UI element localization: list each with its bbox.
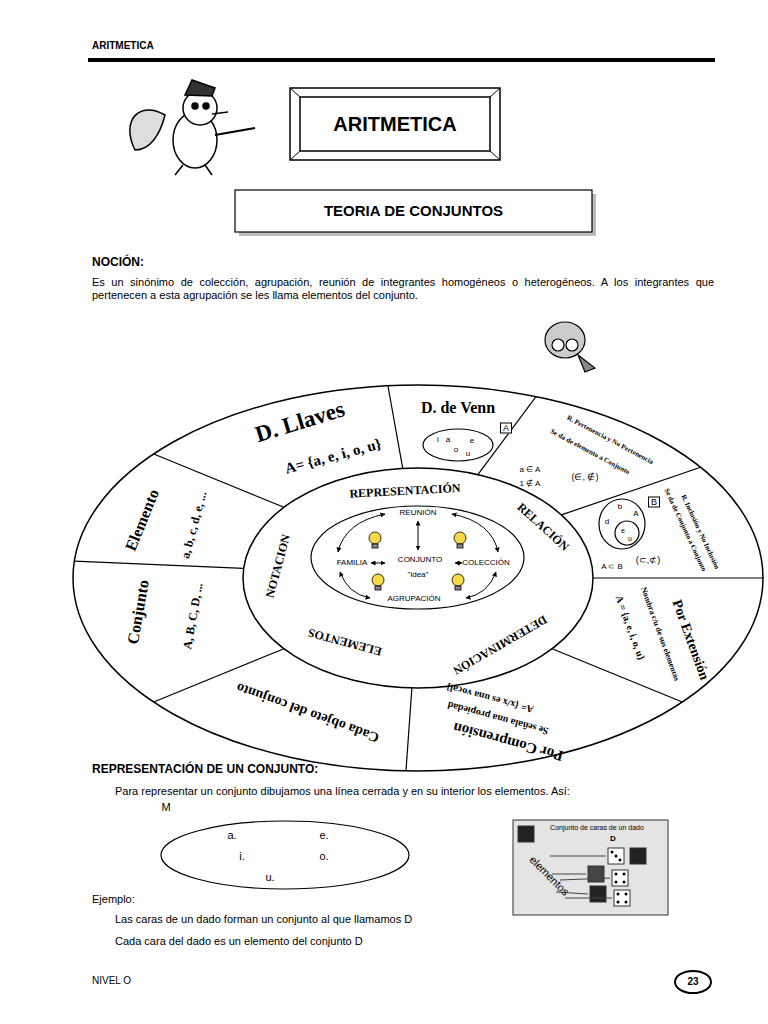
body-text: Cada cara del dado es un elemento del co…	[115, 935, 363, 948]
venn-set: BbdAeu	[598, 498, 646, 550]
node-text: D	[610, 834, 616, 844]
section-heading: NOCIÓN:	[92, 255, 144, 269]
set-diagram: Ma.e.i.o.u.	[160, 820, 410, 890]
page-title: ARITMETICA	[333, 112, 456, 136]
node-outline	[160, 820, 410, 890]
node-text: TEORIA DE CONJUNTOS	[324, 202, 503, 220]
outer-ring	[73, 385, 763, 771]
node-text: 23	[687, 976, 698, 988]
set-name: M	[161, 801, 170, 814]
set-name: A	[633, 509, 638, 519]
node-text: o.	[319, 850, 328, 863]
node-text: CONJUNTO	[398, 555, 442, 565]
node-text: u.	[265, 871, 274, 884]
symbol-pair: (∈, ∉)	[572, 472, 599, 483]
node-outline	[422, 428, 494, 462]
dice-picture	[513, 820, 668, 915]
dice-figure: Conjunto de caras de un dadoDelementos	[513, 820, 668, 915]
node-text: REUNIÓN	[400, 508, 437, 518]
body-text: Para representar un conjunto dibujamos u…	[115, 785, 570, 798]
set-name: A	[500, 423, 512, 434]
node-text: AGRUPACIÓN	[387, 594, 440, 604]
set-name: B	[648, 497, 660, 508]
inner-arrows	[338, 514, 498, 598]
cartoon-head	[545, 322, 595, 372]
node-text: Conjunto de caras de un dado	[550, 824, 644, 832]
sector-example: A ⊂ B	[601, 562, 623, 572]
body-text: Ejemplo:	[92, 893, 135, 906]
node-text: i.	[239, 850, 245, 863]
node-text: e	[621, 527, 625, 535]
body-text: Es un sinónimo de colección, agrupación,…	[92, 276, 714, 302]
node-text: elementos	[526, 853, 571, 898]
body-text: Las caras de un dado forman un conjunto …	[115, 913, 412, 926]
node-text: o	[454, 445, 458, 455]
symbol-pair: (⊂,⊄)	[636, 555, 661, 566]
node-text: a.	[227, 829, 236, 842]
sector-divider	[593, 577, 763, 578]
sector-divider	[154, 454, 284, 507]
middle-ring	[243, 468, 593, 688]
node-text: a	[446, 435, 450, 445]
title-box: TEORIA DE CONJUNTOS	[235, 190, 592, 232]
page-number: 23	[674, 970, 712, 994]
node-text: FAMILIA	[337, 558, 368, 568]
center-ellipse: REUNIÓN FAMILIA CONJUNTO COLECCIÓN AGRUPACIÓ…	[310, 505, 525, 610]
node-text: COLECCIÓN	[462, 558, 510, 568]
node-text: e.	[319, 829, 328, 842]
node-text: u	[466, 449, 470, 459]
sector-divider	[406, 688, 412, 771]
bulbs	[369, 532, 466, 590]
section-heading: REPRESENTACIÓN DE UN CONJUNTO:	[92, 762, 318, 776]
node-text: e	[470, 436, 474, 446]
sector-divider	[74, 561, 243, 568]
node-text: u	[628, 535, 632, 543]
sector-divider	[388, 386, 403, 469]
node-text: "idea"	[408, 570, 429, 580]
cartoon-fox	[130, 80, 255, 175]
venn-subset: Aeu	[614, 520, 640, 546]
node-text: i	[437, 435, 439, 445]
node-text: d	[605, 517, 609, 527]
venn-set: Aiaoeu	[422, 428, 494, 462]
footer-text: NIVEL O	[92, 975, 131, 987]
sector-title: D. de Venn	[421, 398, 495, 417]
node-text: b	[618, 502, 622, 512]
node-outline	[614, 520, 640, 546]
sector-example: a ∈ A	[520, 465, 541, 475]
sector-example: 1 ∉ A	[520, 479, 541, 489]
running-header: ARITMETICA	[92, 40, 154, 52]
